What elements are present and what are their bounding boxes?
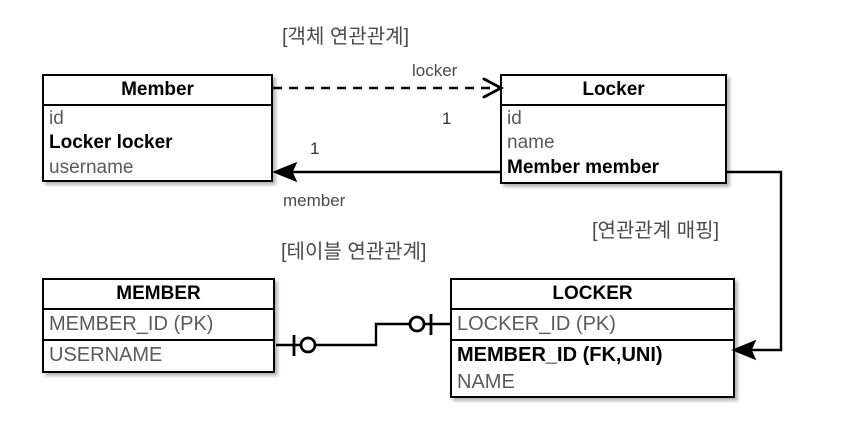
locker-table-col-locker-id: LOCKER_ID (PK) <box>452 310 733 341</box>
locker-attr-name: name <box>507 132 555 153</box>
member-table-col-member-id: MEMBER_ID (PK) <box>44 310 273 341</box>
member-class-attributes: id Locker locker username <box>44 106 271 182</box>
member-table-title: MEMBER <box>44 280 273 310</box>
arrowhead-to-locker-table <box>731 339 757 361</box>
member-class-title: Member <box>44 76 271 106</box>
arrowhead-to-member <box>272 161 298 183</box>
locker-table-box[interactable]: LOCKER LOCKER_ID (PK) MEMBER_ID (FK,UNI)… <box>450 278 735 398</box>
locker-class-title: Locker <box>502 76 725 106</box>
cardinality-locker-side: 1 <box>442 109 452 128</box>
member-class-box[interactable]: Member id Locker locker username <box>42 74 273 182</box>
member-table-box[interactable]: MEMBER MEMBER_ID (PK) USERNAME <box>42 278 275 373</box>
member-table-col-username: USERNAME <box>49 344 163 366</box>
edge-mapping-locker <box>727 170 783 352</box>
mapping-heading: [연관관계 매핑] <box>592 220 720 242</box>
locker-table-col-member-id: MEMBER_ID (FK,UNI) <box>457 344 663 366</box>
edge-label-member: member <box>283 191 346 210</box>
member-attr-id: id <box>49 108 64 129</box>
locker-attr-member: Member member <box>507 157 660 178</box>
edge-label-locker: locker <box>412 61 458 80</box>
member-attr-username: username <box>49 157 134 178</box>
locker-class-attributes: id name Member member <box>502 106 725 182</box>
locker-table-col-name: NAME <box>457 371 515 393</box>
locker-table-title: LOCKER <box>452 280 733 310</box>
cardinality-member-side: 1 <box>310 139 320 158</box>
table-relation-heading: [테이블 연관관계] <box>281 241 427 263</box>
object-relation-heading: [객체 연관관계] <box>282 26 410 48</box>
locker-attr-id: id <box>507 108 522 129</box>
edge-member-table-to-locker-table <box>276 314 450 356</box>
arrowhead-to-locker <box>482 77 504 99</box>
locker-class-box[interactable]: Locker id name Member member <box>500 74 727 184</box>
member-attr-locker: Locker locker <box>49 132 173 153</box>
